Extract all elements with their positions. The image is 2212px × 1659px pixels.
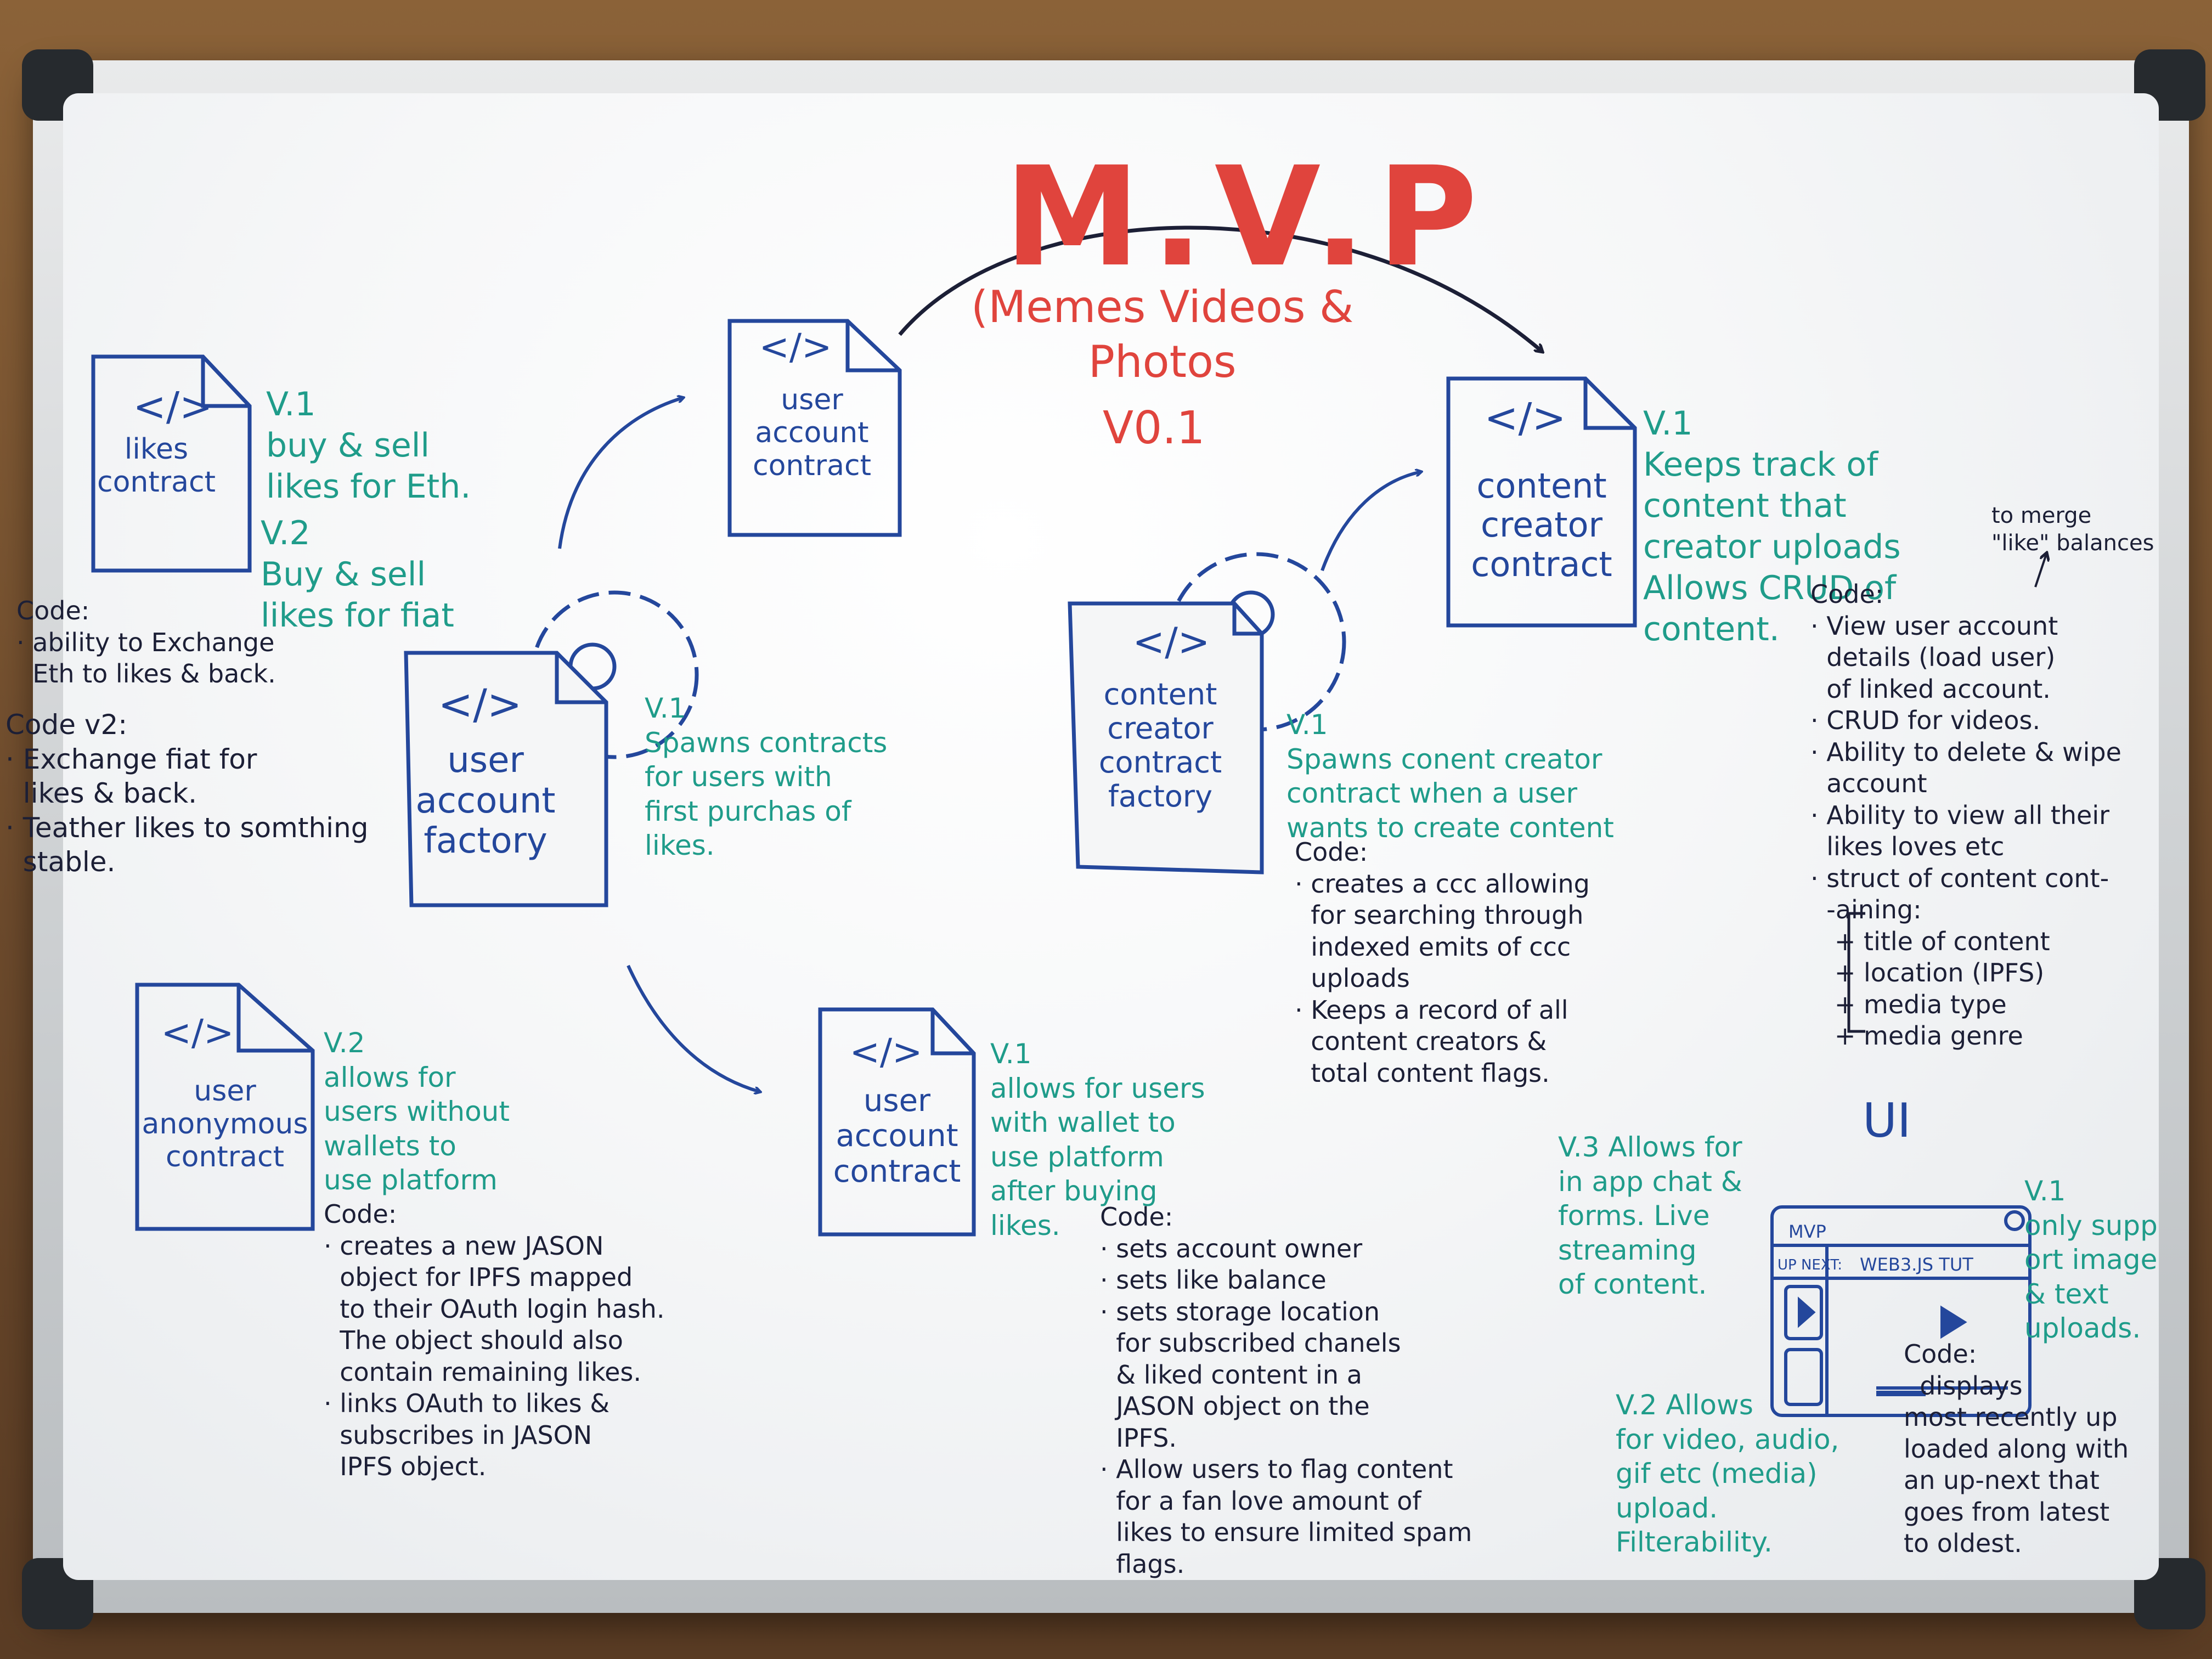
anon-v2-note: V.2 allows for users without wallets to … xyxy=(324,1027,510,1196)
arrow-top-contract-to-ccc xyxy=(898,225,1542,351)
uac-v1-note: V.1 allows for users with wallet to use … xyxy=(990,1038,1205,1242)
user-account-factory-label: user account factory xyxy=(415,740,556,862)
likes-code-v2-note: Code v2: · Exchange fiat for likes & bac… xyxy=(5,709,369,878)
likes-contract-label: likes contract xyxy=(97,433,216,499)
user-account-contract-bottom-doc xyxy=(818,1007,976,1237)
ui-sketch-up-next: UP NEXT: xyxy=(1778,1257,1842,1273)
user-anonymous-contract-tag: </> xyxy=(161,1012,234,1054)
content-creator-contract-tag: </> xyxy=(1484,394,1566,442)
factory-v1-note: V.1 Spawns contracts for users with firs… xyxy=(645,692,888,861)
ui-v1-note: V.1 only supp ort image & text uploads. xyxy=(2024,1175,2158,1344)
likes-code-note: Code: · ability to Exchange Eth to likes… xyxy=(16,596,276,689)
user-account-contract-top-label: user account contract xyxy=(753,383,871,482)
arrow-factory-to-top-contract xyxy=(558,398,683,549)
page-title: M.V.P xyxy=(1004,137,1489,297)
content-creator-factory-doc xyxy=(1068,552,1346,874)
content-creator-contract-doc xyxy=(1446,376,1637,628)
content-creator-factory-tag: </> xyxy=(1132,619,1210,664)
ui-sketch-tab: WEB3.JS TUT xyxy=(1860,1254,1973,1275)
cccf-code-note: Code: · creates a ccc allowing for searc… xyxy=(1295,837,1590,1088)
likes-contract-tag: </> xyxy=(133,383,213,430)
ui-title: UI xyxy=(1863,1093,1911,1148)
subtitle: (Memes Videos & Photos xyxy=(971,281,1354,387)
cccf-v1-note: V.1 Spawns conent creator contract when … xyxy=(1286,709,1614,844)
likes-contract-doc xyxy=(91,354,252,573)
user-account-contract-top-tag: </> xyxy=(759,326,832,368)
user-account-factory-doc xyxy=(404,590,699,907)
content-creator-factory-label: content creator contract factory xyxy=(1098,677,1222,814)
version: V0.1 xyxy=(1103,402,1205,454)
user-anonymous-contract-label: user anonymous contract xyxy=(142,1075,308,1173)
user-account-contract-bottom-tag: </> xyxy=(849,1031,923,1073)
arrow-merge-note xyxy=(2034,554,2046,588)
likes-v2-note: V.2 Buy & sell likes for fiat xyxy=(261,514,454,635)
user-anonymous-contract-doc xyxy=(135,983,315,1231)
bracket-struct xyxy=(1847,912,1865,1033)
ui-sketch xyxy=(1770,1205,2032,1417)
anon-code-note: Code: · creates a new JASON object for I… xyxy=(324,1199,665,1481)
arrow-cccf-to-ccc xyxy=(1321,472,1421,572)
user-account-contract-bottom-label: user account contract xyxy=(833,1083,961,1189)
user-account-factory-tag: </> xyxy=(438,680,522,729)
ccc-code-note: Code: · View user account details (load … xyxy=(1810,579,2121,1051)
ui-code-note: Code: displays most recently up loaded a… xyxy=(1904,1339,2129,1558)
user-account-contract-top-doc xyxy=(727,319,902,537)
ccc-v1-note: V.1 Keeps track of content that creator … xyxy=(1643,404,1901,648)
uac-code-note: Code: · sets account owner · sets like b… xyxy=(1100,1202,1472,1579)
arrow-factory-to-bottom-contract xyxy=(627,964,760,1092)
likes-v1-note: V.1 buy & sell likes for Eth. xyxy=(266,385,471,506)
ui-v2-note: V.2 Allows for video, audio, gif etc (me… xyxy=(1616,1389,1839,1558)
ccc-merge-note: to merge "like" balances xyxy=(1991,503,2154,556)
ui-sketch-logo: MVP xyxy=(1788,1221,1826,1242)
ui-v3-note: V.3 Allows for in app chat & forms. Live… xyxy=(1558,1131,1742,1300)
content-creator-contract-label: content creator contract xyxy=(1471,466,1612,584)
